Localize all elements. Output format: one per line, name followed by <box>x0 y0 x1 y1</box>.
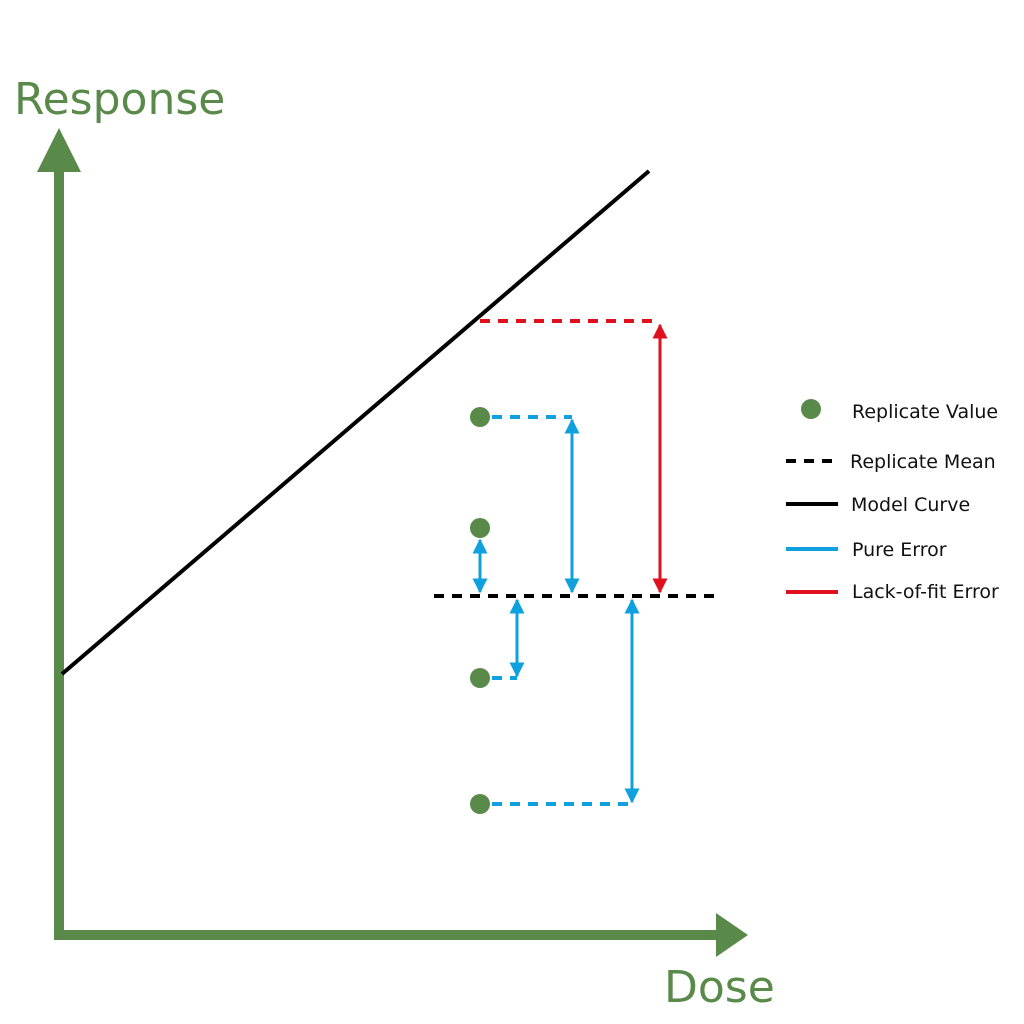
legend-label-model-curve: Model Curve <box>851 494 970 516</box>
model-curve <box>60 169 651 676</box>
replicate-point <box>470 794 490 814</box>
replicate-values <box>470 407 490 814</box>
pure-error <box>472 415 640 806</box>
legend-label-lack-of-fit: Lack-of-fit Error <box>852 581 999 603</box>
x-axis-arrowhead <box>716 913 748 957</box>
legend-label-pure-error: Pure Error <box>852 539 947 561</box>
replicate-point <box>470 518 490 538</box>
legend-label-replicate-value: Replicate Value <box>852 401 998 423</box>
replicate-point <box>470 668 490 688</box>
legend: Replicate Value Replicate Mean Model Cur… <box>786 399 999 603</box>
lack-of-fit-error <box>480 319 668 594</box>
y-axis-arrowhead <box>37 128 81 172</box>
replicate-point <box>470 407 490 427</box>
x-axis-label: Dose <box>664 962 775 1013</box>
legend-label-replicate-mean: Replicate Mean <box>850 451 996 473</box>
axes: Response Dose <box>14 74 775 1013</box>
legend-point-symbol <box>801 399 821 419</box>
y-axis-label: Response <box>14 74 225 125</box>
